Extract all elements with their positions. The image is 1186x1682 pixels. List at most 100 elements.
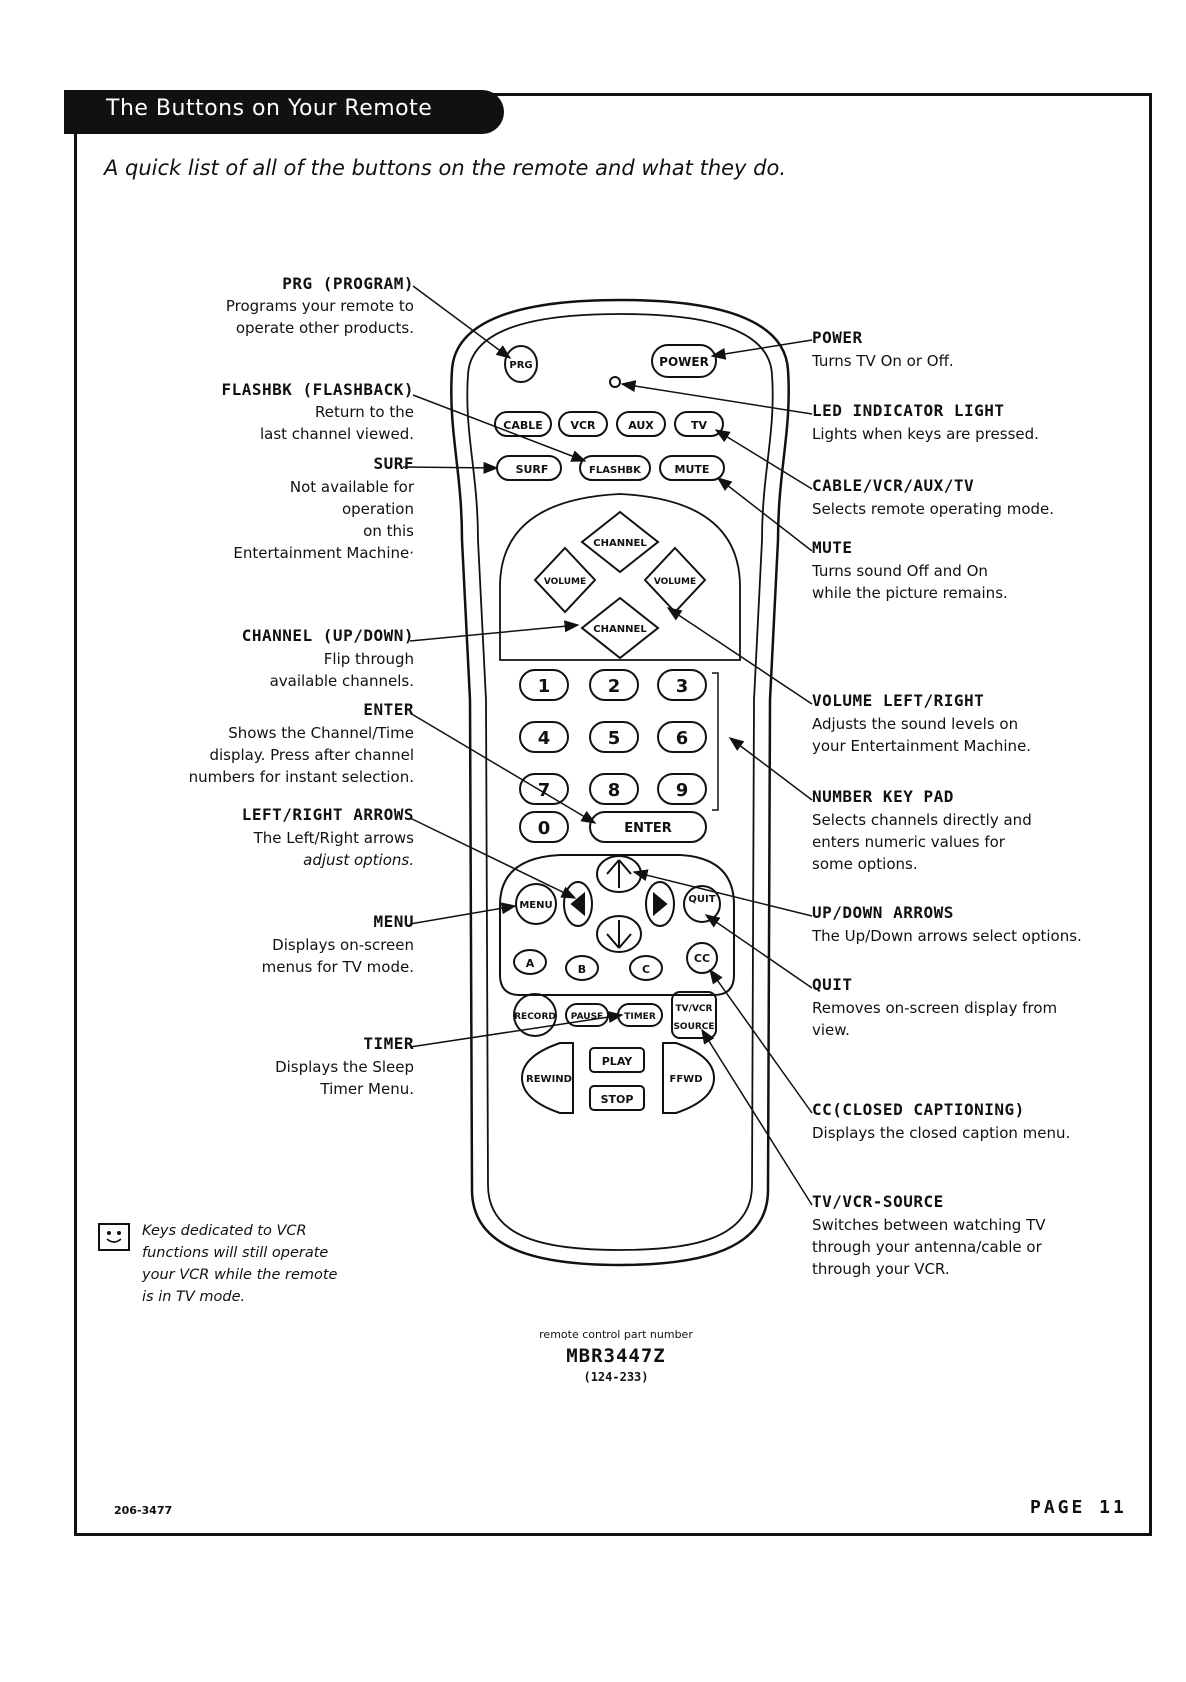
callout-led-label: LED INDICATOR LIGHT bbox=[812, 401, 1005, 420]
callout-updown-label: UP/DOWN ARROWS bbox=[812, 903, 954, 922]
vcr-button[interactable] bbox=[558, 411, 608, 437]
volume-left-button[interactable] bbox=[533, 546, 597, 614]
stop-button[interactable] bbox=[589, 1085, 645, 1111]
leader-volume bbox=[666, 607, 813, 705]
digit-3-label: 3 bbox=[676, 676, 689, 697]
digit-2-label: 2 bbox=[608, 676, 621, 697]
desc-line: view. bbox=[812, 1021, 850, 1039]
quit-button[interactable] bbox=[683, 885, 721, 923]
leader-mute bbox=[716, 477, 813, 552]
callout-menu-label: MENU bbox=[373, 912, 414, 931]
a-button-label: A bbox=[526, 957, 535, 970]
part-number: MBR3447Z bbox=[566, 1345, 666, 1367]
callout-enter-label: ENTER bbox=[363, 700, 414, 719]
callout-menu-desc: Displays on-screen menus for TV mode. bbox=[262, 934, 414, 978]
left-arrow-button[interactable] bbox=[563, 881, 593, 927]
c-button-label: C bbox=[642, 963, 650, 976]
a-button[interactable] bbox=[513, 949, 547, 975]
mute-button[interactable] bbox=[659, 455, 725, 481]
right-arrow-button[interactable] bbox=[645, 881, 675, 927]
leader-channel bbox=[409, 620, 580, 642]
channel-up-button[interactable] bbox=[580, 510, 660, 574]
callout-surf-desc: Not available for operation on this Ente… bbox=[233, 476, 414, 564]
part-number-caption: remote control part number bbox=[539, 1328, 693, 1341]
flashbk-button[interactable] bbox=[579, 455, 651, 481]
channel-volume-area bbox=[499, 493, 741, 661]
prg-button[interactable] bbox=[504, 345, 538, 383]
play-button[interactable] bbox=[589, 1047, 645, 1073]
desc-line: on this bbox=[363, 522, 414, 540]
callout-mode-label: CABLE/VCR/AUX/TV bbox=[812, 476, 975, 495]
digit-7-button[interactable] bbox=[519, 773, 569, 805]
digit-2-button[interactable] bbox=[589, 669, 639, 701]
callout-volume-desc: Adjusts the sound levels on your Enterta… bbox=[812, 713, 1031, 757]
callout-prg-desc: Programs your remote to operate other pr… bbox=[226, 295, 414, 339]
note-line: Keys dedicated to VCR bbox=[142, 1223, 307, 1239]
remote-inner-body bbox=[466, 313, 774, 1251]
desc-line: Switches between watching TV bbox=[812, 1216, 1046, 1234]
callout-channel-label: CHANNEL (UP/DOWN) bbox=[241, 626, 414, 645]
b-button-label: B bbox=[578, 963, 586, 976]
digit-0-button[interactable] bbox=[519, 811, 569, 843]
desc-line: Removes on-screen display from bbox=[812, 999, 1058, 1017]
desc-line: available channels. bbox=[269, 672, 414, 690]
b-button[interactable] bbox=[565, 955, 599, 981]
digit-6-button[interactable] bbox=[657, 721, 707, 753]
desc-line: Selects channels directly and bbox=[812, 811, 1032, 829]
digit-5-button[interactable] bbox=[589, 721, 639, 753]
digit-1-label: 1 bbox=[538, 676, 551, 697]
power-button[interactable] bbox=[651, 344, 717, 378]
tv-button[interactable] bbox=[674, 411, 724, 437]
leader-menu bbox=[409, 902, 517, 925]
c-button[interactable] bbox=[629, 955, 663, 981]
leader-enter bbox=[409, 712, 597, 824]
desc-line: operate other products. bbox=[235, 319, 414, 337]
desc-line: Programs your remote to bbox=[225, 297, 414, 315]
digit-3-button[interactable] bbox=[657, 669, 707, 701]
digit-9-label: 9 bbox=[676, 780, 689, 801]
desc-line: Lights when keys are pressed. bbox=[812, 425, 1039, 443]
cable-button[interactable] bbox=[494, 411, 552, 437]
digit-1-button[interactable] bbox=[519, 669, 569, 701]
desc-line: The Left/Right arrows bbox=[253, 829, 414, 847]
channel-down-button[interactable] bbox=[580, 596, 660, 660]
ffwd-button[interactable] bbox=[662, 1042, 716, 1114]
leader-flashbk bbox=[412, 394, 587, 462]
leader-timer bbox=[409, 1011, 624, 1048]
digit-8-button[interactable] bbox=[589, 773, 639, 805]
tvvcr-source-button[interactable] bbox=[671, 991, 717, 1039]
desc-line: display. Press after channel bbox=[209, 746, 414, 764]
desc-line: through your antenna/cable or bbox=[812, 1238, 1042, 1256]
digit-4-button[interactable] bbox=[519, 721, 569, 753]
desc-line: your Entertainment Machine. bbox=[812, 737, 1032, 755]
page-number: PAGE 11 bbox=[1030, 1497, 1127, 1518]
header-bar bbox=[64, 90, 504, 134]
desc-line: numbers for instant selection. bbox=[188, 768, 414, 786]
callout-led-desc: Lights when keys are pressed. bbox=[812, 423, 1039, 445]
desc-line: Return to the bbox=[315, 403, 414, 421]
leader-left-right bbox=[409, 817, 577, 899]
rewind-button[interactable] bbox=[520, 1042, 574, 1114]
vcr-note: Keys dedicated to VCR functions will sti… bbox=[142, 1220, 337, 1308]
desc-line: Turns sound Off and On bbox=[812, 562, 988, 580]
leader-mode bbox=[714, 429, 813, 490]
callout-prg-label: PRG (PROGRAM) bbox=[282, 274, 414, 293]
vcr-button-label: VCR bbox=[570, 419, 596, 432]
enter-button[interactable] bbox=[589, 811, 707, 843]
vcr-face-icon bbox=[98, 1223, 130, 1251]
record-button[interactable] bbox=[513, 993, 557, 1037]
callout-left-right-label: LEFT/RIGHT ARROWS bbox=[241, 805, 414, 824]
digit-9-button[interactable] bbox=[657, 773, 707, 805]
callout-cc-desc: Displays the closed caption menu. bbox=[812, 1122, 1070, 1144]
callout-tvvcr-label: TV/VCR-SOURCE bbox=[812, 1192, 944, 1211]
digit-6-label: 6 bbox=[676, 728, 689, 749]
aux-button[interactable] bbox=[616, 411, 666, 437]
power-button-label: POWER bbox=[659, 355, 709, 369]
callout-tvvcr-desc: Switches between watching TV through you… bbox=[812, 1214, 1046, 1280]
aux-button-label: AUX bbox=[628, 419, 654, 432]
callout-cc-label: CC(CLOSED CAPTIONING) bbox=[812, 1100, 1025, 1119]
down-arrow-button[interactable] bbox=[596, 915, 642, 953]
cc-button[interactable] bbox=[686, 942, 718, 974]
tv-button-label: TV bbox=[691, 419, 708, 432]
callout-channel-desc: Flip through available channels. bbox=[270, 648, 414, 692]
